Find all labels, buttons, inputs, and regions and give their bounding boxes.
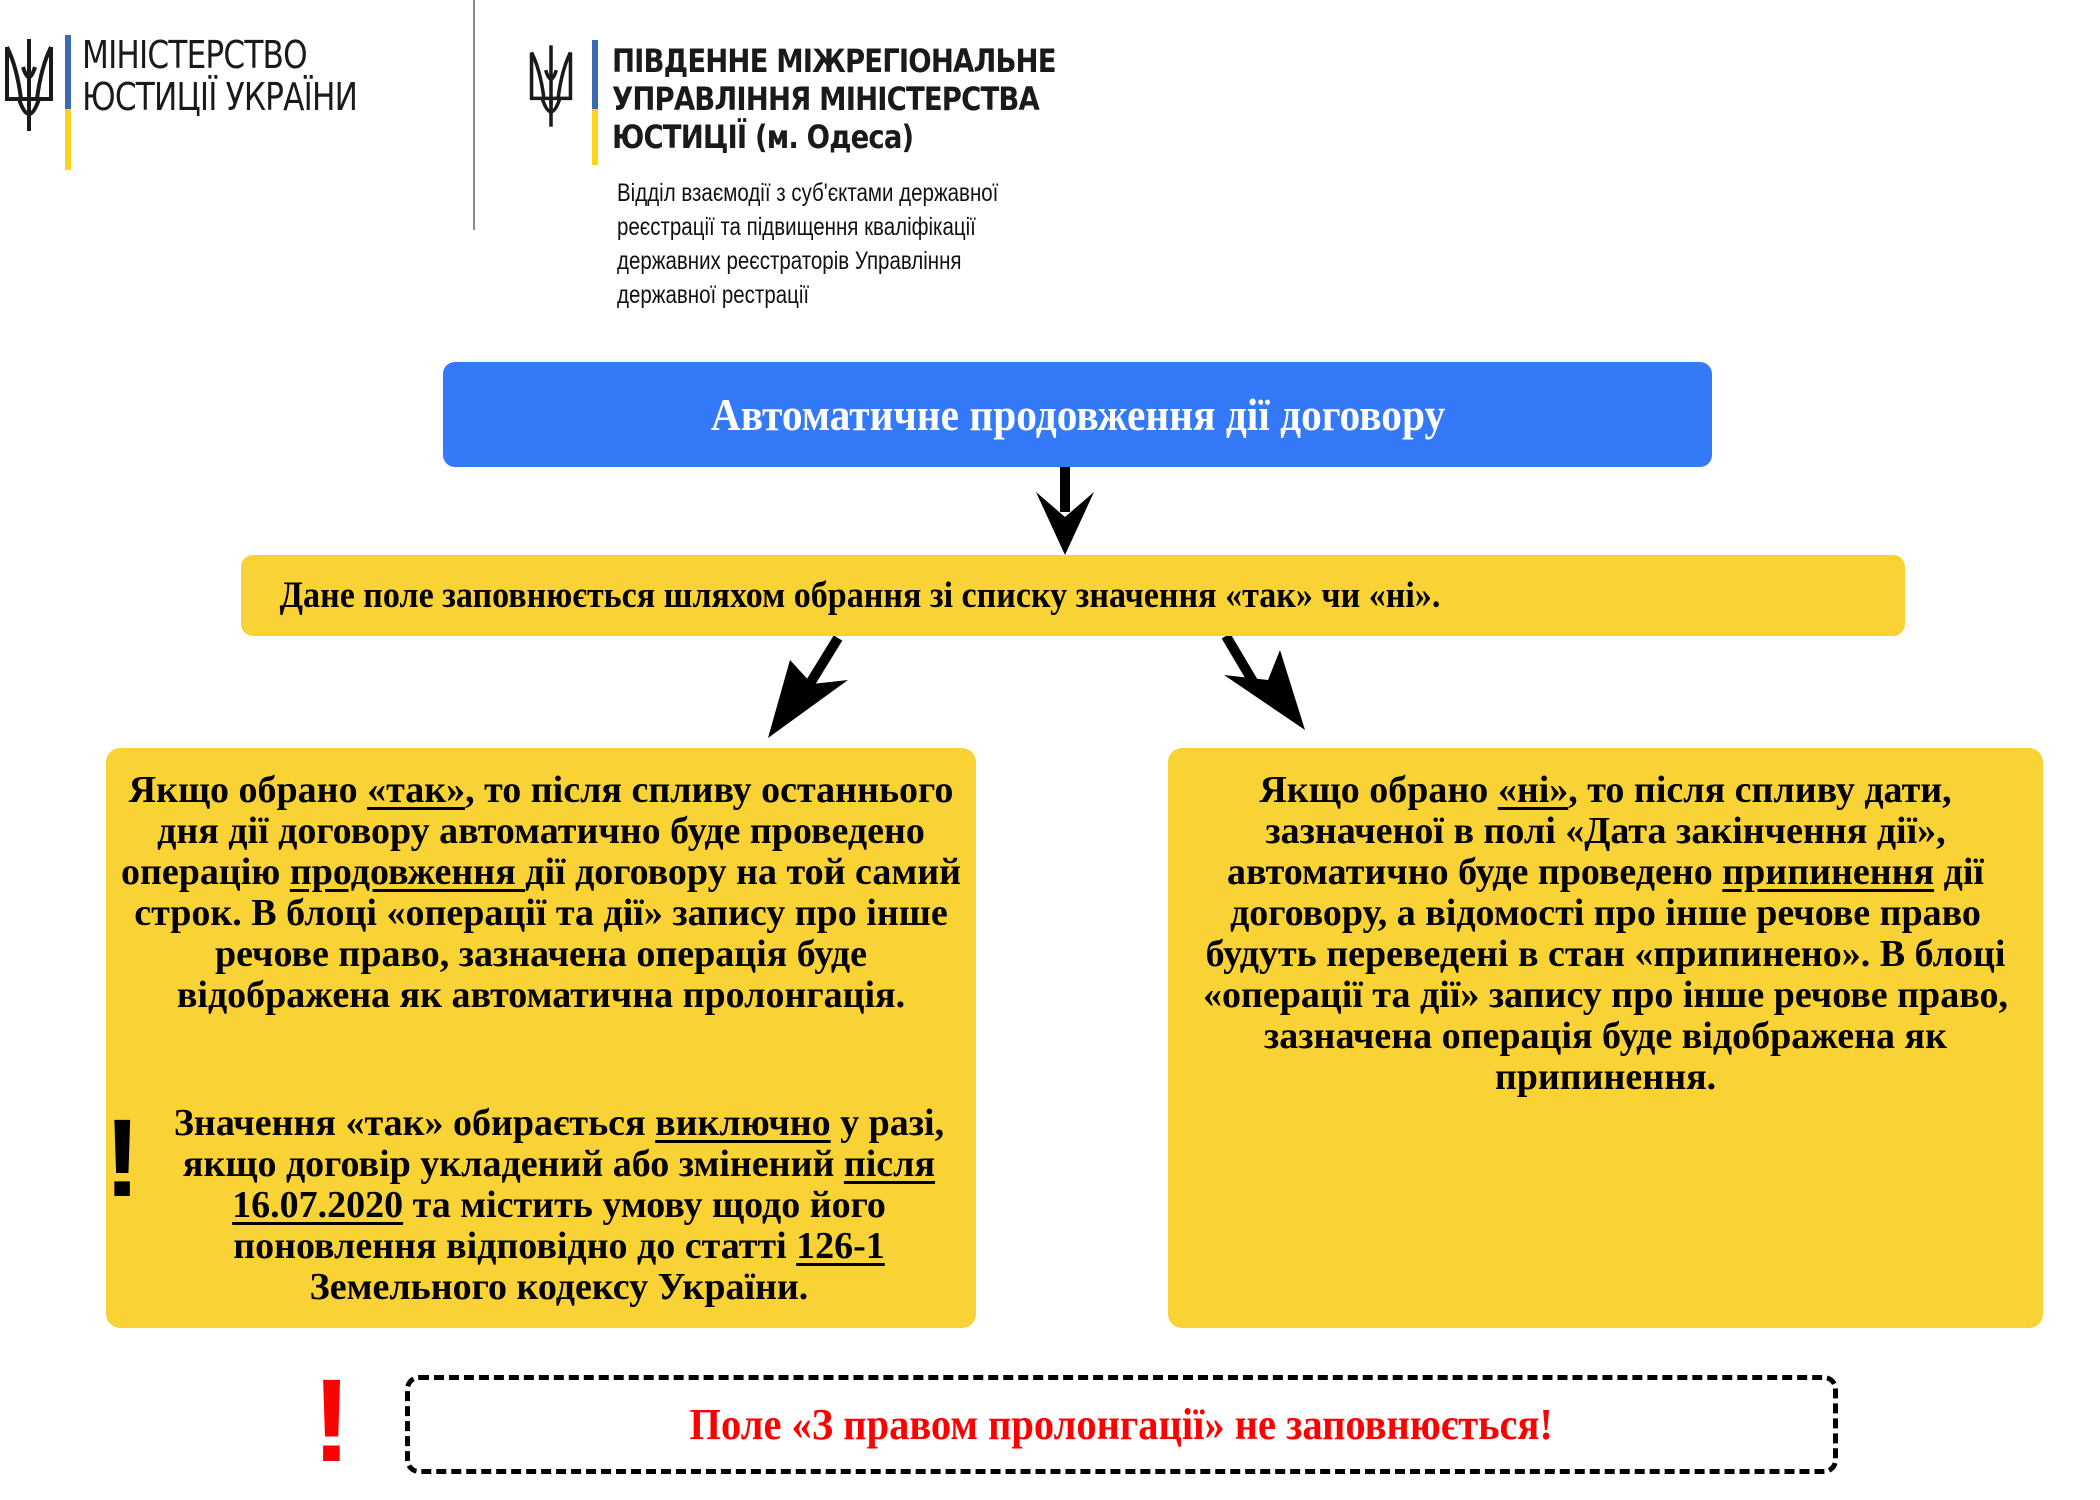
trident-icon <box>5 39 53 131</box>
department-line: державних реєстраторів Управління <box>617 247 962 275</box>
flag-bar <box>65 35 71 170</box>
ministry-name-line2: ЮСТИЦІЇ УКРАЇНИ <box>82 75 358 119</box>
ministry-name-line1: МІНІСТЕРСТВО <box>82 33 308 77</box>
regional-logo: ПІВДЕННЕ МІЖРЕГІОНАЛЬНЕ УПРАВЛІННЯ МІНІС… <box>525 35 1125 175</box>
no-branch-card: Якщо обрано «ні», то після спливу дати, … <box>1168 748 2043 1328</box>
field-description-box: Дане поле заповнюється шляхом обрання зі… <box>241 555 1905 636</box>
extension-term: продовження <box>289 851 526 893</box>
exclamation-icon: ! <box>312 1355 352 1487</box>
flag-bar <box>592 40 598 165</box>
department-subtitle: Відділ взаємодії з суб'єктами державної … <box>617 176 1082 312</box>
regional-name-line3: ЮСТИЦІЇ (м. Одеса) <box>612 118 914 156</box>
yes-branch-card: Якщо обрано «так», то після спливу остан… <box>104 748 976 1328</box>
arrow-down-left-icon <box>768 635 848 738</box>
department-line: реєстрації та підвищення кваліфікації <box>617 213 976 241</box>
header-divider <box>473 0 475 230</box>
title-box: Автоматичне продовження дії договору <box>443 362 1712 467</box>
department-line: державної рестрації <box>617 281 810 309</box>
termination-term: припинення <box>1722 851 1935 893</box>
no-value: «ні» <box>1497 769 1569 811</box>
department-line: Відділ взаємодії з суб'єктами державної <box>617 179 999 207</box>
warning-text: Поле «З правом пролонгації» не заповнюєт… <box>689 1400 1554 1449</box>
arrow-down-icon <box>1036 467 1094 555</box>
arrow-down-right-icon <box>1221 633 1305 730</box>
warning-box: Поле «З правом пролонгації» не заповнюєт… <box>405 1375 1838 1474</box>
ministry-logo: МІНІСТЕРСТВО ЮСТИЦІЇ УКРАЇНИ <box>0 30 360 175</box>
regional-name-line1: ПІВДЕННЕ МІЖРЕГІОНАЛЬНЕ <box>612 42 1057 80</box>
regional-name-line2: УПРАВЛІННЯ МІНІСТЕРСТВА <box>612 80 1040 118</box>
yes-branch-note: Значення «так» обирається виключно у раз… <box>173 1102 945 1308</box>
trident-icon <box>529 45 573 127</box>
yes-value: «так» <box>367 769 466 811</box>
flowchart-title: Автоматичне продовження дії договору <box>710 389 1445 440</box>
no-branch-text: Якщо обрано «ні», то після спливу дати, … <box>1203 769 2008 1098</box>
yes-branch-text: Якщо обрано «так», то після спливу остан… <box>120 769 962 1016</box>
exclamation-icon: ! <box>104 1097 141 1220</box>
field-description: Дане поле заповнюється шляхом обрання зі… <box>279 575 1441 616</box>
